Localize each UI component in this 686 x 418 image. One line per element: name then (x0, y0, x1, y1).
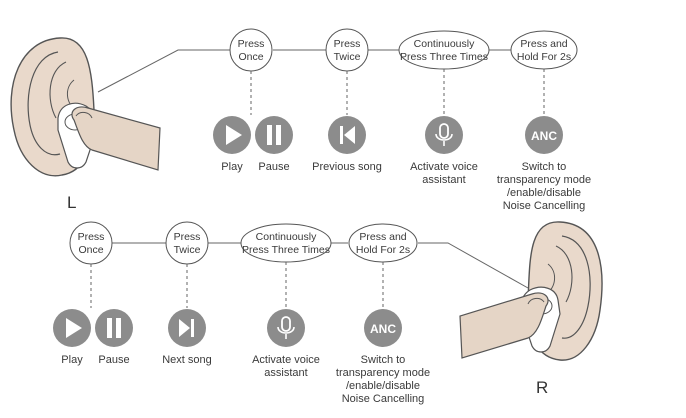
play-icon (226, 125, 242, 145)
gesture-line1: Press (78, 231, 105, 243)
right-gesture-press-three-times: Continuously Press Three Times (240, 223, 332, 263)
next-icon (179, 319, 194, 337)
action-label-anc-2: transparency mode (497, 174, 591, 186)
right-finger (459, 292, 549, 359)
left-play-button (213, 116, 251, 154)
action-label-voice-1: Activate voice (252, 354, 320, 366)
gesture-line2: Press Three Times (242, 244, 330, 256)
left-gesture-press-hold: Press and Hold For 2s (510, 30, 578, 70)
left-voice-assistant-button (425, 116, 463, 154)
right-voice-assistant-button (267, 309, 305, 347)
action-label-pause: Pause (258, 161, 289, 173)
action-label-anc-4: Noise Cancelling (342, 393, 425, 405)
action-label-play: Play (221, 161, 243, 173)
gesture-line1: Press (334, 38, 361, 50)
left-anc-button: ANC (525, 116, 563, 154)
right-anc-button: ANC (364, 309, 402, 347)
gesture-line1: Press (174, 231, 201, 243)
gesture-line2: Twice (174, 244, 201, 256)
right-connector-line (418, 242, 529, 289)
right-next-button (168, 309, 206, 347)
left-dashed-connectors (250, 69, 545, 115)
action-label-anc-4: Noise Cancelling (503, 200, 586, 212)
right-side-label: R (536, 378, 548, 397)
gesture-line2: Press Three Times (400, 51, 488, 63)
right-pause-button (95, 309, 133, 347)
gesture-line1: Press (238, 38, 265, 50)
gesture-line2: Hold For 2s (517, 51, 571, 63)
gesture-line1: Continuously (414, 38, 475, 50)
anc-icon: ANC (370, 322, 396, 336)
gesture-line1: Press and (520, 38, 567, 50)
left-side-label: L (67, 193, 76, 212)
action-label-voice-2: assistant (264, 367, 307, 379)
gesture-line2: Once (78, 244, 103, 256)
right-gesture-press-twice: Press Twice (165, 221, 209, 265)
previous-icon (340, 126, 355, 144)
left-gesture-press-twice: Press Twice (325, 28, 369, 72)
action-label-anc-1: Switch to (361, 354, 406, 366)
right-gesture-press-once: Press Once (69, 221, 113, 265)
left-gesture-press-three-times: Continuously Press Three Times (398, 30, 490, 70)
pause-icon (107, 318, 121, 338)
gesture-line2: Once (238, 51, 263, 63)
right-gesture-press-hold: Press and Hold For 2s (348, 223, 418, 263)
gesture-line1: Press and (359, 231, 406, 243)
microphone-icon (435, 123, 453, 146)
left-previous-button (328, 116, 366, 154)
action-label-play: Play (61, 354, 83, 366)
gesture-line1: Continuously (256, 231, 317, 243)
action-label-next: Next song (162, 354, 212, 366)
right-ear-illustration (459, 221, 603, 361)
left-gesture-press-once: Press Once (229, 28, 273, 72)
gesture-line2: Hold For 2s (356, 244, 410, 256)
action-label-anc-3: /enable/disable (507, 187, 581, 199)
action-label-anc-1: Switch to (522, 161, 567, 173)
pause-icon (267, 125, 281, 145)
left-ear-illustration (10, 37, 161, 177)
action-label-anc-3: /enable/disable (346, 380, 420, 392)
left-connector-line (97, 49, 230, 93)
right-dashed-connectors (90, 262, 384, 308)
left-pause-button (255, 116, 293, 154)
gesture-line2: Twice (334, 51, 361, 63)
left-finger (71, 106, 161, 171)
action-label-pause: Pause (98, 354, 129, 366)
action-label-voice-2: assistant (422, 174, 465, 186)
action-label-anc-2: transparency mode (336, 367, 430, 379)
anc-icon: ANC (531, 129, 557, 143)
right-play-button (53, 309, 91, 347)
action-label-voice-1: Activate voice (410, 161, 478, 173)
microphone-icon (277, 316, 295, 339)
action-label-previous: Previous song (312, 161, 382, 173)
play-icon (66, 318, 82, 338)
